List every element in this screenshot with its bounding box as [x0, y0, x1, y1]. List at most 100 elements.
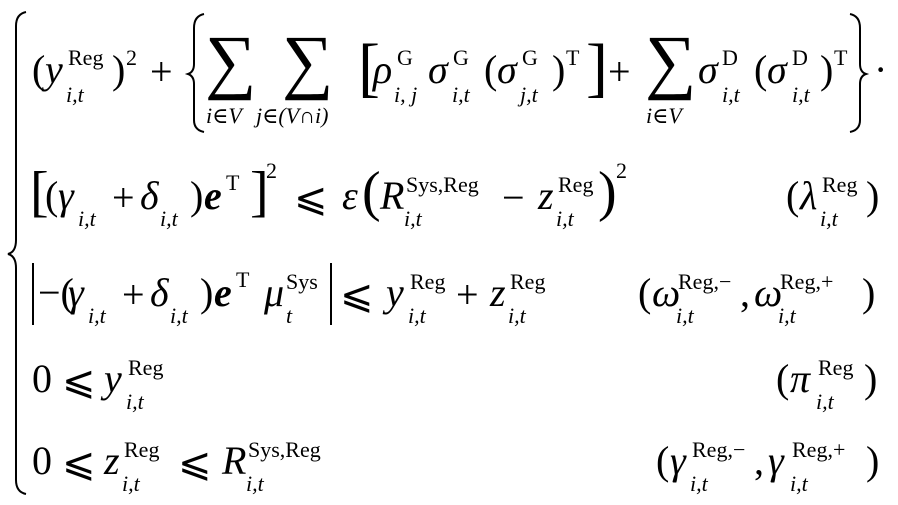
superscript: Reg — [124, 437, 160, 462]
subscript: i,t — [88, 303, 106, 328]
superscript: Sys,Reg — [406, 172, 479, 197]
superscript: Reg — [818, 355, 854, 380]
superscript: Sys — [286, 269, 318, 294]
zero: 0 — [32, 438, 52, 483]
dual-omega-plus: ω — [754, 270, 783, 315]
paren-open: ( — [776, 356, 790, 401]
vector-e: e — [204, 173, 222, 218]
superscript: D — [792, 45, 808, 70]
paren-open: ( — [362, 161, 381, 223]
subscript: t — [286, 303, 293, 328]
equation-row-2: [ ( γ i,t + δ i,t ) e T ] 2 ⩽ ε ( R Sys,… — [0, 150, 898, 240]
superscript: Reg,+ — [792, 437, 846, 462]
subscript: i,t — [778, 303, 796, 328]
comma: , — [740, 270, 750, 315]
superscript: T — [226, 170, 240, 195]
superscript: T — [834, 45, 848, 70]
paren-open: ( — [754, 47, 768, 92]
bracket-close: ] — [586, 31, 608, 104]
paren-close: ) — [862, 270, 876, 315]
superscript: Reg — [558, 172, 594, 197]
bracket-open: [ — [30, 161, 49, 223]
leq-sign: ⩽ — [178, 440, 212, 485]
symbol-sigma: σ — [497, 47, 517, 92]
superscript: Reg,− — [678, 269, 732, 294]
sum-symbol: ∑ — [645, 21, 697, 101]
symbol-z: z — [538, 173, 554, 218]
equation-row-5: 0 ⩽ z Reg i,t ⩽ R Sys,Reg i,t ( γ Reg,− … — [0, 425, 898, 496]
superscript: G — [397, 45, 413, 70]
symbol-y: y — [386, 270, 404, 315]
subscript: i,t — [508, 303, 526, 328]
subscript: i,t — [722, 82, 740, 107]
superscript: Reg — [128, 355, 164, 380]
zero: 0 — [32, 356, 52, 401]
subscript: i,t — [676, 303, 694, 328]
dual-omega-minus: ω — [652, 270, 681, 315]
symbol-mu: μ — [264, 270, 285, 315]
paren-close: ) — [864, 356, 878, 401]
sum-subscript: i∈V — [646, 103, 682, 128]
curly-brace-close — [849, 13, 870, 133]
symbol-y: y — [45, 47, 63, 92]
equation-row-4: 0 ⩽ y Reg i,t ( π Reg i,t ) — [0, 345, 898, 415]
superscript: T — [566, 45, 580, 70]
comma: , — [754, 438, 764, 483]
symbol-z: z — [490, 270, 506, 315]
paren-close: ) — [598, 161, 617, 223]
symbol-sigma: σ — [698, 47, 718, 92]
superscript: Reg — [822, 172, 858, 197]
paren-close: ) — [112, 47, 126, 92]
paren-close: ) — [820, 47, 834, 92]
subscript: i,t — [452, 82, 470, 107]
subscript: i,t — [78, 206, 96, 231]
exponent: 2 — [616, 158, 627, 183]
symbol-R: R — [380, 173, 405, 218]
subscript: i,t — [126, 389, 144, 414]
abs-bar-left — [32, 263, 34, 325]
paren-close: ) — [200, 270, 214, 315]
sum-symbol: ∑ — [282, 21, 334, 101]
subscript: i,t — [170, 303, 188, 328]
plus-sign: + — [456, 272, 479, 317]
paren-open: ( — [32, 47, 46, 92]
superscript: D — [722, 45, 738, 70]
plus-sign: + — [112, 175, 135, 220]
bracket-close: ] — [250, 161, 269, 223]
negation-paren: −( — [38, 270, 74, 315]
symbol-sigma: σ — [767, 47, 787, 92]
subscript: i, j — [394, 82, 418, 107]
symbol-delta: δ — [150, 270, 169, 315]
superscript: Reg — [68, 45, 104, 70]
superscript: Reg,− — [692, 437, 746, 462]
exponent: 2 — [126, 45, 137, 70]
symbol-rho: ρ — [373, 47, 393, 92]
exponent: 2 — [266, 158, 277, 183]
superscript: Reg,+ — [780, 269, 834, 294]
leq-sign: ⩽ — [294, 175, 328, 220]
subscript: i,t — [792, 82, 810, 107]
bracket-open: [ — [358, 31, 380, 104]
abs-bar-right — [330, 263, 332, 325]
equation-row-3: −( γ i,t + δ i,t ) e T μ Sys t ⩽ y Reg i… — [0, 255, 898, 335]
curly-brace-open — [184, 13, 205, 133]
dual-gamma-minus: γ — [670, 438, 686, 483]
superscript: Sys,Reg — [248, 437, 321, 462]
paren-close: ) — [866, 173, 880, 218]
dot-operator: · — [874, 47, 888, 92]
subscript: i,t — [66, 82, 84, 107]
symbol-y: y — [104, 356, 122, 401]
dual-pi: π — [790, 356, 811, 401]
sum-subscript: j∈(V∩i) — [256, 103, 329, 128]
paren-open: ( — [638, 270, 652, 315]
leq-sign: ⩽ — [62, 440, 96, 485]
subscript: i,t — [160, 206, 178, 231]
subscript: i,t — [404, 206, 422, 231]
left-brace — [7, 11, 27, 495]
dual-lambda: λ — [800, 173, 818, 218]
paren-open: ( — [484, 47, 498, 92]
leq-sign: ⩽ — [340, 272, 374, 317]
vector-e: e — [214, 270, 232, 315]
sum-subscript: i∈V — [206, 103, 242, 128]
paren-close: ) — [552, 47, 566, 92]
